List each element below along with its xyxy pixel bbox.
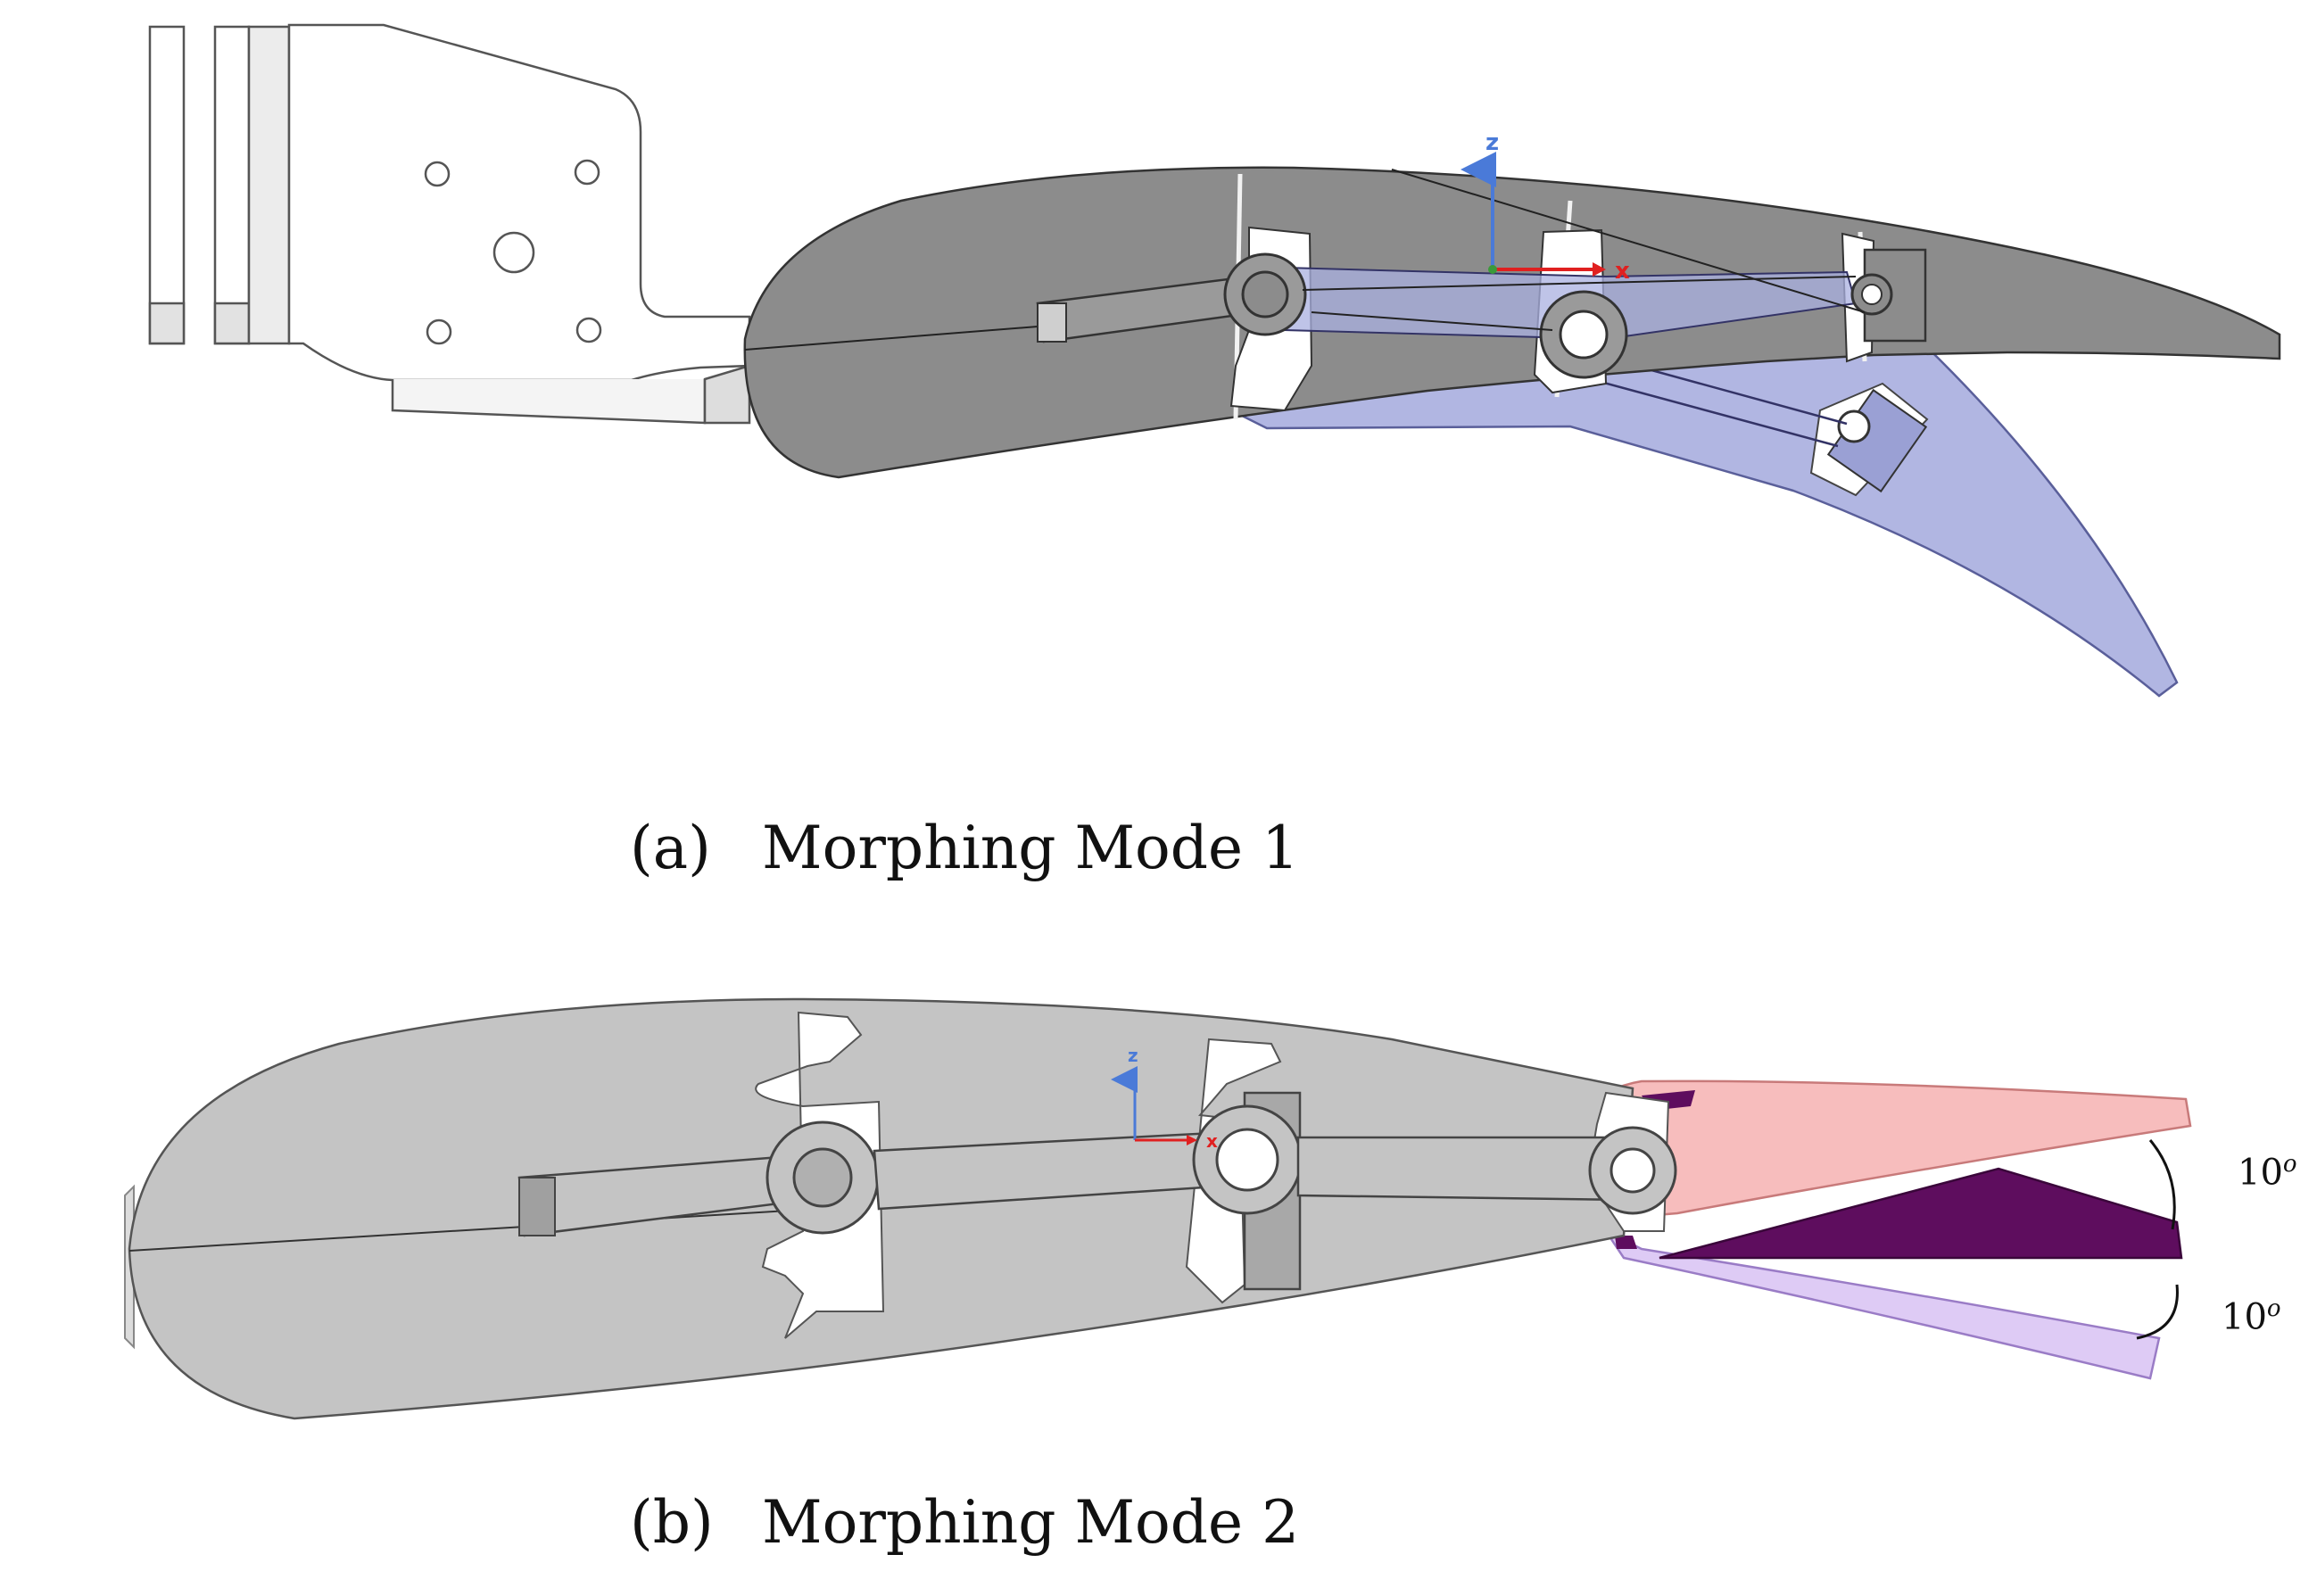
middle-joint-hole	[1215, 1128, 1279, 1192]
angle-up-value: 10	[2238, 1152, 2283, 1194]
center-hole	[492, 231, 535, 274]
caption-b: (b) Morphing Mode 2	[630, 1488, 1299, 1557]
angle-up-unit: o	[2282, 1151, 2297, 1178]
bracket-plate-2	[213, 25, 251, 345]
axis-origin	[1488, 265, 1497, 274]
angle-arc-up	[2148, 1139, 2176, 1230]
flap-link	[1296, 1136, 1630, 1202]
panel-a-drawing: z x	[148, 23, 2281, 698]
flap-neutral	[1659, 1167, 2183, 1260]
guide-line	[1391, 169, 1866, 313]
deflected-pin	[1837, 409, 1871, 443]
bolt-hole	[426, 318, 452, 345]
x-axis-label: x	[1206, 1130, 1218, 1152]
bracket-body	[287, 23, 751, 382]
angle-arc-down	[2136, 1284, 2179, 1340]
bolt-hole	[424, 161, 451, 187]
bracket-lower-rail	[391, 379, 707, 425]
mounting-bracket	[148, 23, 751, 425]
angle-label-up: 10o	[2238, 1151, 2297, 1193]
caption-b-label: (b)	[630, 1488, 714, 1557]
wing-mode-1	[743, 166, 2281, 479]
bracket-plate-1	[148, 25, 186, 345]
z-axis-label: z	[1485, 129, 1499, 156]
angle-down-value: 10	[2222, 1296, 2267, 1338]
caption-a: (a) Morphing Mode 1	[630, 814, 1299, 882]
panel-b-drawing: z x	[124, 997, 2192, 1420]
wing-mode-2	[128, 997, 1677, 1420]
bolt-hole	[574, 159, 600, 186]
caption-a-label: (a)	[630, 814, 711, 882]
angle-down-unit: o	[2266, 1295, 2281, 1322]
bolt-hole	[575, 317, 602, 343]
rod-eye-pin	[1241, 270, 1289, 318]
angle-label-down: 10o	[2222, 1295, 2281, 1337]
push-link	[1311, 311, 1553, 331]
bracket-plate-1-edge	[148, 302, 186, 345]
x-axis-head	[1593, 262, 1606, 277]
tip-hinge-hole	[1861, 284, 1883, 305]
push-link	[1302, 276, 1857, 291]
flap-down	[1602, 1228, 2161, 1380]
axis-triad-a: z x	[1461, 129, 1630, 285]
flap-up	[1604, 1079, 2192, 1220]
bracket-block	[247, 25, 291, 345]
flap-root-notch	[1615, 1236, 1637, 1249]
rod-end	[518, 1177, 556, 1236]
middle-joint-hole	[1559, 310, 1609, 360]
x-axis-label: x	[1615, 258, 1630, 285]
z-axis-label: z	[1128, 1045, 1138, 1066]
x-axis-head	[1187, 1135, 1197, 1145]
rod-eye-pin	[792, 1147, 853, 1208]
axis-triad-b: z x	[1111, 1045, 1218, 1152]
caption-a-text: Morphing Mode 1	[762, 814, 1300, 882]
caption-b-text: Morphing Mode 2	[762, 1488, 1300, 1557]
bracket-rail-end	[703, 364, 751, 425]
flap-hinge-hole	[1609, 1147, 1656, 1194]
bracket-plate-2-edge	[213, 302, 251, 345]
rod-end	[1037, 302, 1067, 343]
